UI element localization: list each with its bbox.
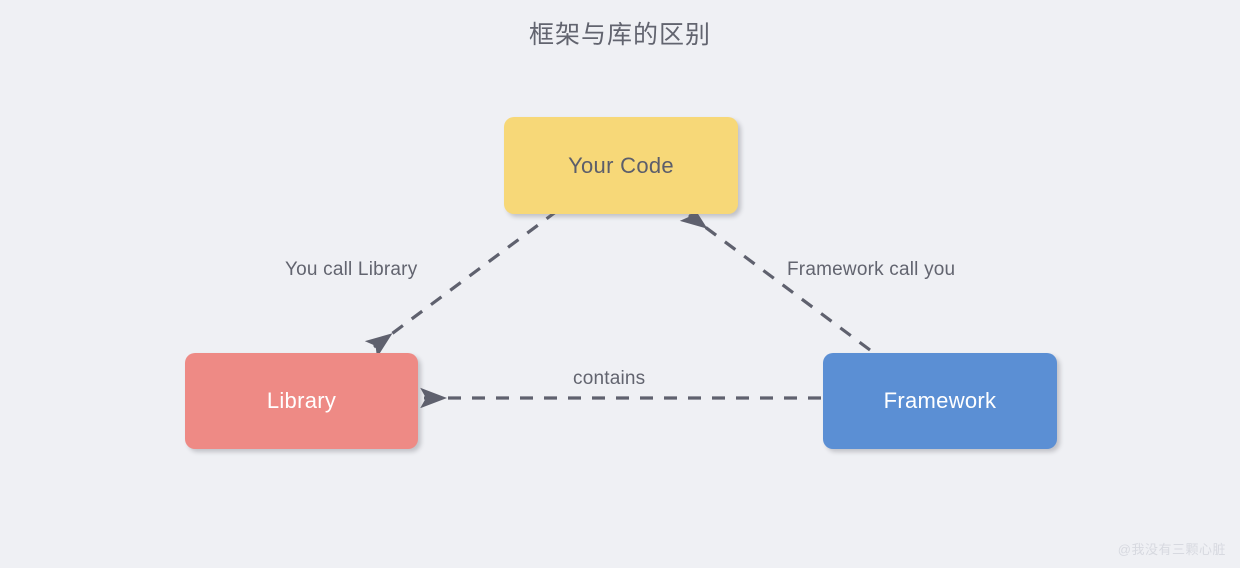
watermark: @我没有三颗心脏 xyxy=(1117,542,1226,557)
node-framework-label: Framework xyxy=(883,388,997,413)
node-library[interactable]: Library xyxy=(185,353,418,449)
node-framework[interactable]: Framework xyxy=(823,353,1057,449)
edge-label-you-call-library: You call Library xyxy=(285,259,418,280)
edge-label-framework-call-you: Framework call you xyxy=(787,259,956,280)
node-your-code[interactable]: Your Code xyxy=(504,117,738,214)
node-library-label: Library xyxy=(266,388,337,413)
page-title: 框架与库的区别 xyxy=(528,21,711,49)
edge-framework-call-you xyxy=(679,204,871,352)
edge-label-contains: contains xyxy=(573,368,646,389)
node-your-code-label: Your Code xyxy=(568,152,674,178)
